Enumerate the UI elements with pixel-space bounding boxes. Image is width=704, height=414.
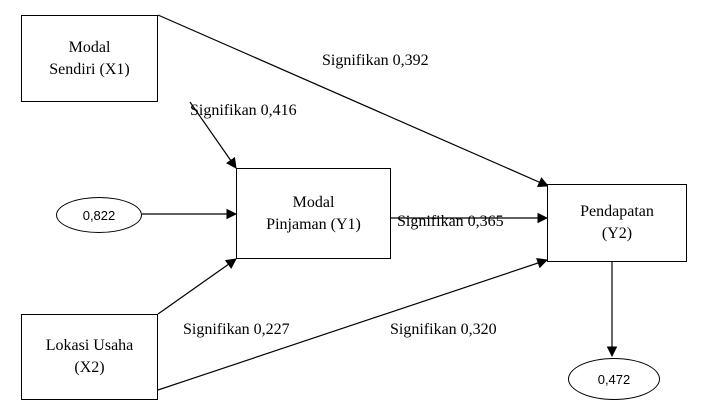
arrow-x2-to-y1 xyxy=(157,258,237,315)
node-x2-line-1: Lokasi Usaha xyxy=(45,337,134,354)
node-x2-lokasi-usaha: Lokasi Usaha (X2) xyxy=(21,314,158,400)
arrow-x2-to-y2 xyxy=(157,258,549,391)
node-y1-line-2: Pinjaman (Y1) xyxy=(266,215,361,233)
arrow-x1-to-y1 xyxy=(189,101,237,169)
edge-label-x2-y2: Signifikan 0,320 xyxy=(390,321,497,338)
arrow-x1-to-y2 xyxy=(157,14,549,188)
node-x1-line-1: Modal xyxy=(68,38,111,56)
edge-label-x1-y1: Signifikan 0,416 xyxy=(190,102,297,119)
node-y2-pendapatan: Pendapatan (Y2) xyxy=(547,184,687,262)
error-ellipse-y2: 0,472 xyxy=(568,358,660,400)
node-x1-line-2: Sendiri (X1) xyxy=(49,60,130,78)
error-value-y2: 0,472 xyxy=(597,371,631,387)
node-x1-modal-sendiri: Modal Sendiri (X1) xyxy=(21,15,158,102)
node-y2-line-1: Pendapatan xyxy=(580,203,654,220)
node-x2-line-2: (X2) xyxy=(74,359,105,376)
error-ellipse-y1: 0,822 xyxy=(56,197,142,233)
node-y2-line-2: (Y2) xyxy=(601,225,633,242)
node-y1-line-1: Modal xyxy=(292,193,335,211)
edge-label-x1-y2: Signifikan 0,392 xyxy=(322,52,429,69)
edge-label-x2-y1: Signifikan 0,227 xyxy=(183,321,290,338)
node-y1-modal-pinjaman: Modal Pinjaman (Y1) xyxy=(236,168,391,259)
error-value-y1: 0,822 xyxy=(82,207,116,223)
edge-label-y1-y2: Signifikan 0,365 xyxy=(397,213,504,230)
